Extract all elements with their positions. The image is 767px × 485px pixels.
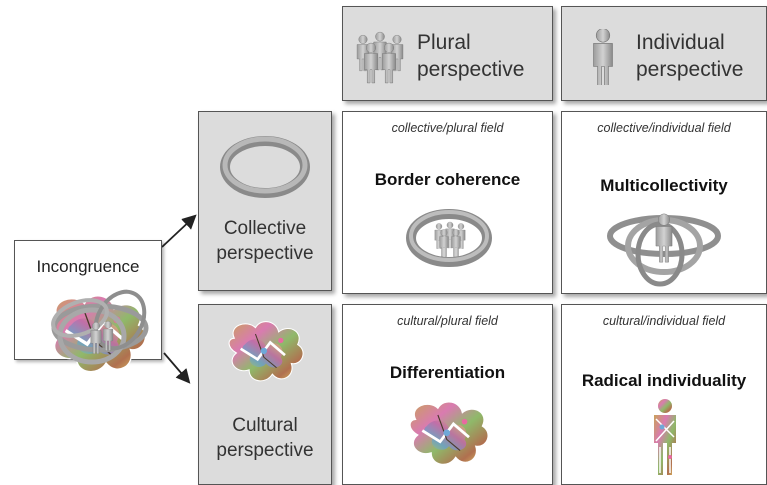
cultural-individual-cell: cultural/individual field Radical indivi… bbox=[561, 304, 767, 485]
collective-plural-cell: collective/plural field Border coherence bbox=[342, 111, 553, 294]
cell-title: Differentiation bbox=[389, 363, 506, 382]
cell-title: Border coherence bbox=[374, 170, 521, 189]
cultural-perspective-header: Cultural perspective bbox=[198, 304, 332, 485]
colorful-blob-icon bbox=[391, 395, 507, 475]
single-person-icon bbox=[590, 29, 616, 85]
field-label: cultural/individual field bbox=[602, 314, 726, 328]
field-label: collective/individual field bbox=[597, 121, 731, 135]
ring-with-group-icon bbox=[399, 202, 499, 274]
cell-title: Multicollectivity bbox=[600, 176, 728, 195]
cell-title: Radical individuality bbox=[581, 371, 747, 390]
collective-perspective-label: Collective perspective bbox=[216, 218, 314, 264]
ring-icon bbox=[213, 132, 317, 202]
arrow-to-cultural bbox=[163, 352, 191, 384]
individual-perspective-label: Individual perspective bbox=[636, 31, 744, 81]
incongruence-label: Incongruence bbox=[36, 257, 140, 276]
colorful-blob-icon bbox=[211, 315, 321, 391]
group-of-people-icon bbox=[351, 27, 409, 87]
plural-perspective-header: Plural perspective bbox=[342, 6, 553, 101]
plural-perspective-label: Plural perspective bbox=[417, 31, 525, 81]
field-label: cultural/plural field bbox=[397, 314, 498, 328]
cultural-perspective-label: Cultural perspective bbox=[216, 415, 314, 461]
arrows bbox=[161, 214, 197, 384]
overlapping-rings-with-person-icon bbox=[600, 198, 728, 290]
cultural-plural-cell: cultural/plural field Differentiation bbox=[342, 304, 553, 485]
arrow-to-collective bbox=[161, 214, 197, 248]
incongruence-composite-icon bbox=[28, 278, 178, 390]
field-label: collective/plural field bbox=[391, 121, 504, 135]
collective-individual-cell: collective/individual field Multicollect… bbox=[561, 111, 767, 294]
individual-perspective-header: Individual perspective bbox=[561, 6, 767, 101]
patterned-person-icon bbox=[648, 397, 682, 481]
collective-perspective-header: Collective perspective bbox=[198, 111, 332, 291]
